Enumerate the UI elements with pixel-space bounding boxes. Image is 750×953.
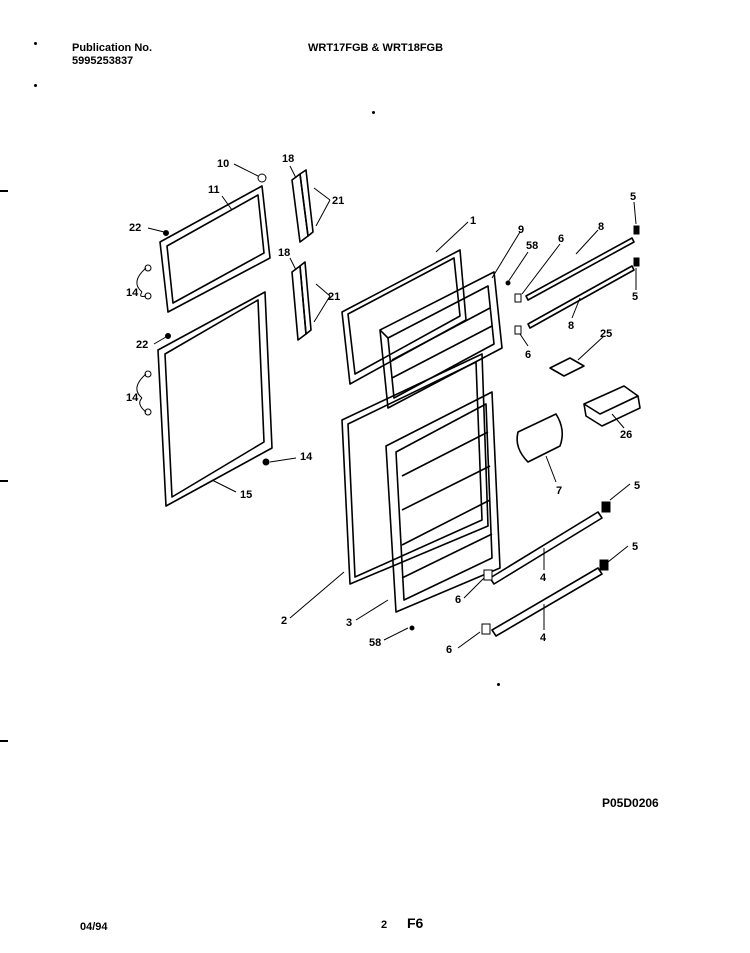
diagram-reference-code: P05D0206 — [602, 796, 659, 810]
scan-edge-mark — [0, 480, 8, 482]
part-number-label: 6 — [525, 349, 531, 361]
part-number-label: 14 — [126, 287, 139, 299]
lower-door-handle — [291, 261, 312, 341]
scan-speck — [372, 111, 375, 114]
page-number: 2 — [381, 919, 388, 931]
fresh-food-door-panel — [341, 353, 489, 585]
plug-button — [144, 370, 152, 378]
upper-door-handle — [291, 169, 314, 243]
part-number-label: 22 — [129, 222, 141, 234]
part-number-label: 15 — [240, 489, 252, 501]
part-number-label: 21 — [332, 195, 344, 207]
publication-number: 5995253837 — [72, 55, 134, 67]
rail-clip — [599, 559, 609, 571]
gasket-screw — [165, 333, 171, 339]
freezer-door-liner — [379, 271, 503, 409]
part-number-label: 4 — [540, 572, 547, 584]
egg-tray — [549, 357, 585, 377]
fresh-food-shelf-rail — [491, 567, 603, 637]
plug-button — [144, 408, 152, 416]
scan-edge-mark — [0, 740, 8, 742]
fresh-food-door-liner — [385, 391, 501, 613]
rail-end-cap — [481, 623, 491, 635]
scan-speck — [34, 84, 37, 87]
part-number-label: 6 — [446, 644, 452, 656]
hinge-cap — [257, 173, 267, 183]
part-number-label: 5 — [632, 291, 638, 303]
section-code: F6 — [407, 915, 424, 931]
rail-clip — [633, 257, 640, 267]
part-number-label: 2 — [281, 615, 287, 627]
part-number-label: 8 — [598, 221, 604, 233]
freezer-door-gasket — [159, 185, 271, 313]
plug-button — [144, 264, 152, 272]
part-number-label: 6 — [558, 233, 564, 245]
rail-clip — [633, 225, 640, 235]
dairy-door — [516, 413, 564, 463]
part-number-label: 22 — [136, 339, 148, 351]
part-number-label: 26 — [620, 429, 632, 441]
part-number-label: 1 — [470, 215, 476, 227]
freezer-shelf-rail — [525, 237, 635, 301]
scan-speck — [497, 683, 500, 686]
fresh-food-shelf-rail — [489, 511, 603, 585]
part-number-label: 6 — [455, 594, 461, 606]
door-screw — [505, 280, 511, 286]
freezer-shelf-rail — [527, 265, 635, 329]
rail-end-cap — [514, 325, 522, 335]
part-number-label: 11 — [208, 184, 220, 196]
part-number-label: 21 — [328, 291, 340, 303]
part-number-label: 10 — [217, 158, 229, 170]
rail-clip — [601, 501, 611, 513]
part-number-label: 9 — [518, 224, 524, 236]
part-number-label: 4 — [540, 632, 547, 644]
part-number-label: 25 — [600, 328, 612, 340]
part-number-label: 5 — [632, 541, 638, 553]
part-number-label: 8 — [568, 320, 574, 332]
part-number-label: 18 — [278, 247, 290, 259]
part-number-label: 14 — [126, 392, 139, 404]
fresh-food-door-gasket — [157, 291, 273, 507]
part-number-label: 5 — [634, 480, 640, 492]
rail-end-cap — [483, 569, 493, 581]
model-numbers: WRT17FGB & WRT18FGB — [308, 42, 444, 54]
part-number-label: 18 — [282, 153, 294, 165]
scan-speck — [34, 42, 37, 45]
door-bin — [583, 385, 641, 427]
part-number-label: 58 — [369, 637, 381, 649]
scan-edge-mark — [0, 190, 8, 192]
gasket-screw — [163, 230, 169, 236]
part-number-label: 3 — [346, 617, 352, 629]
part-number-label: 14 — [300, 451, 313, 463]
part-number-label: 5 — [630, 191, 636, 203]
footer-date: 04/94 — [80, 921, 108, 933]
plug-button — [262, 458, 270, 466]
part-number-label: 7 — [556, 485, 562, 497]
door-screw — [409, 625, 415, 631]
rail-end-cap — [514, 293, 522, 303]
part-number-label: 58 — [526, 240, 538, 252]
publication-label: Publication No. — [72, 42, 153, 54]
